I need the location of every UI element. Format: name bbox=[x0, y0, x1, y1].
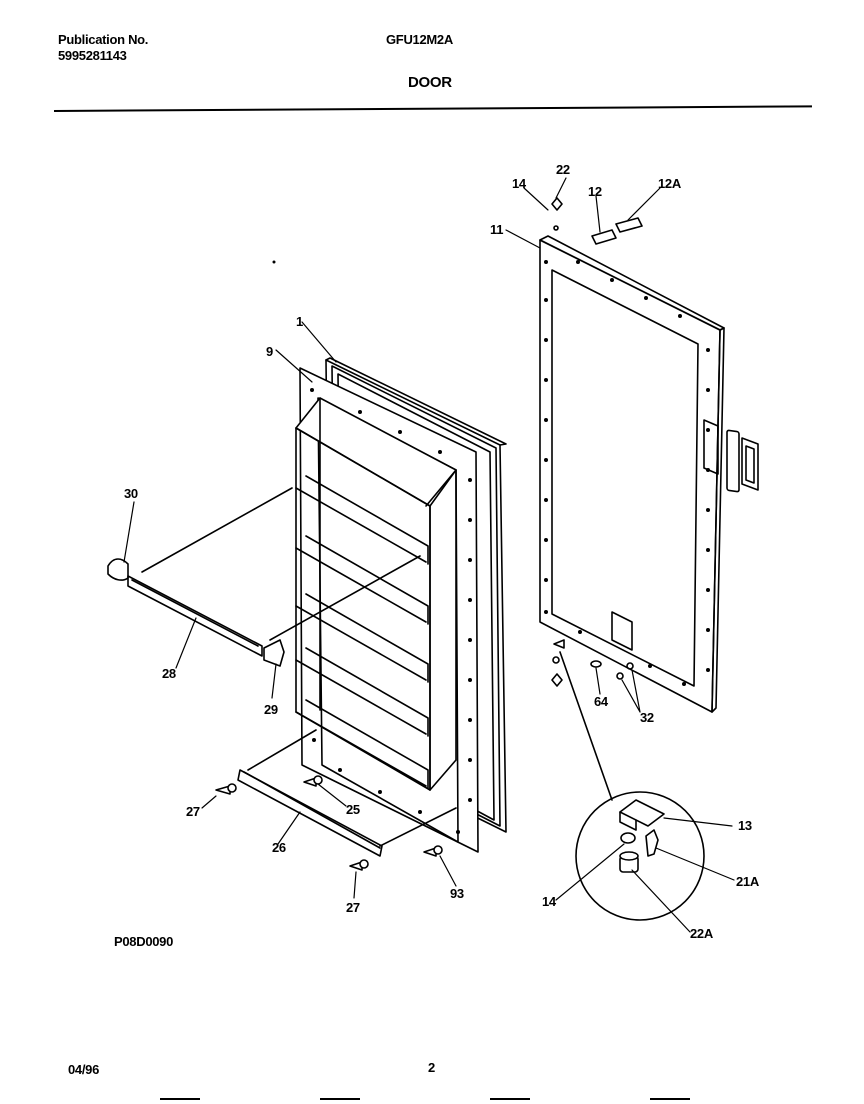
callout-22a: 22A bbox=[690, 926, 714, 941]
callout-93: 93 bbox=[450, 886, 464, 901]
leader-lines bbox=[123, 177, 735, 933]
callout-13: 13 bbox=[738, 818, 752, 833]
callout-22: 22 bbox=[556, 162, 570, 177]
bottom-rail bbox=[237, 729, 457, 857]
callout-25: 25 bbox=[346, 802, 360, 817]
edge-mark bbox=[650, 1098, 690, 1100]
callout-12a: 12A bbox=[658, 176, 682, 191]
publication-number: 5995281143 bbox=[58, 48, 127, 63]
callout-28: 28 bbox=[162, 666, 176, 681]
callout-12: 12 bbox=[588, 184, 602, 199]
screw-holes bbox=[272, 260, 710, 834]
callout-21a: 21A bbox=[736, 874, 760, 889]
small-washers bbox=[590, 660, 634, 680]
diagram-code: P08D0090 bbox=[114, 934, 174, 949]
model-number: GFU12M2A bbox=[386, 32, 453, 47]
callout-9: 9 bbox=[266, 344, 273, 359]
edge-mark bbox=[160, 1098, 200, 1100]
callout-14-detail: 14 bbox=[542, 894, 557, 909]
publication-label: Publication No. bbox=[58, 32, 149, 47]
door-shelves bbox=[295, 397, 457, 791]
callouts: 1 9 11 12 12A 14 22 30 28 29 27 25 26 27… bbox=[124, 162, 760, 941]
callout-30: 30 bbox=[124, 486, 138, 501]
callout-27-bottom: 27 bbox=[346, 900, 360, 915]
edge-mark bbox=[490, 1098, 530, 1100]
edge-mark bbox=[320, 1098, 360, 1100]
hinge-detail bbox=[559, 651, 705, 921]
section-title: DOOR bbox=[408, 74, 452, 91]
callout-26: 26 bbox=[272, 840, 286, 855]
callout-11: 11 bbox=[490, 222, 503, 237]
callout-1: 1 bbox=[296, 314, 303, 329]
callout-64: 64 bbox=[594, 694, 609, 709]
callout-29: 29 bbox=[264, 702, 278, 717]
label-plates bbox=[591, 217, 643, 245]
callout-27-left: 27 bbox=[186, 804, 200, 819]
footer-date: 04/96 bbox=[68, 1062, 100, 1077]
screws bbox=[215, 197, 565, 871]
callout-32: 32 bbox=[640, 710, 654, 725]
shelf-rail bbox=[107, 487, 421, 667]
outer-door-panel bbox=[539, 235, 759, 713]
callout-14-top: 14 bbox=[512, 176, 527, 191]
page-number: 2 bbox=[428, 1060, 435, 1075]
